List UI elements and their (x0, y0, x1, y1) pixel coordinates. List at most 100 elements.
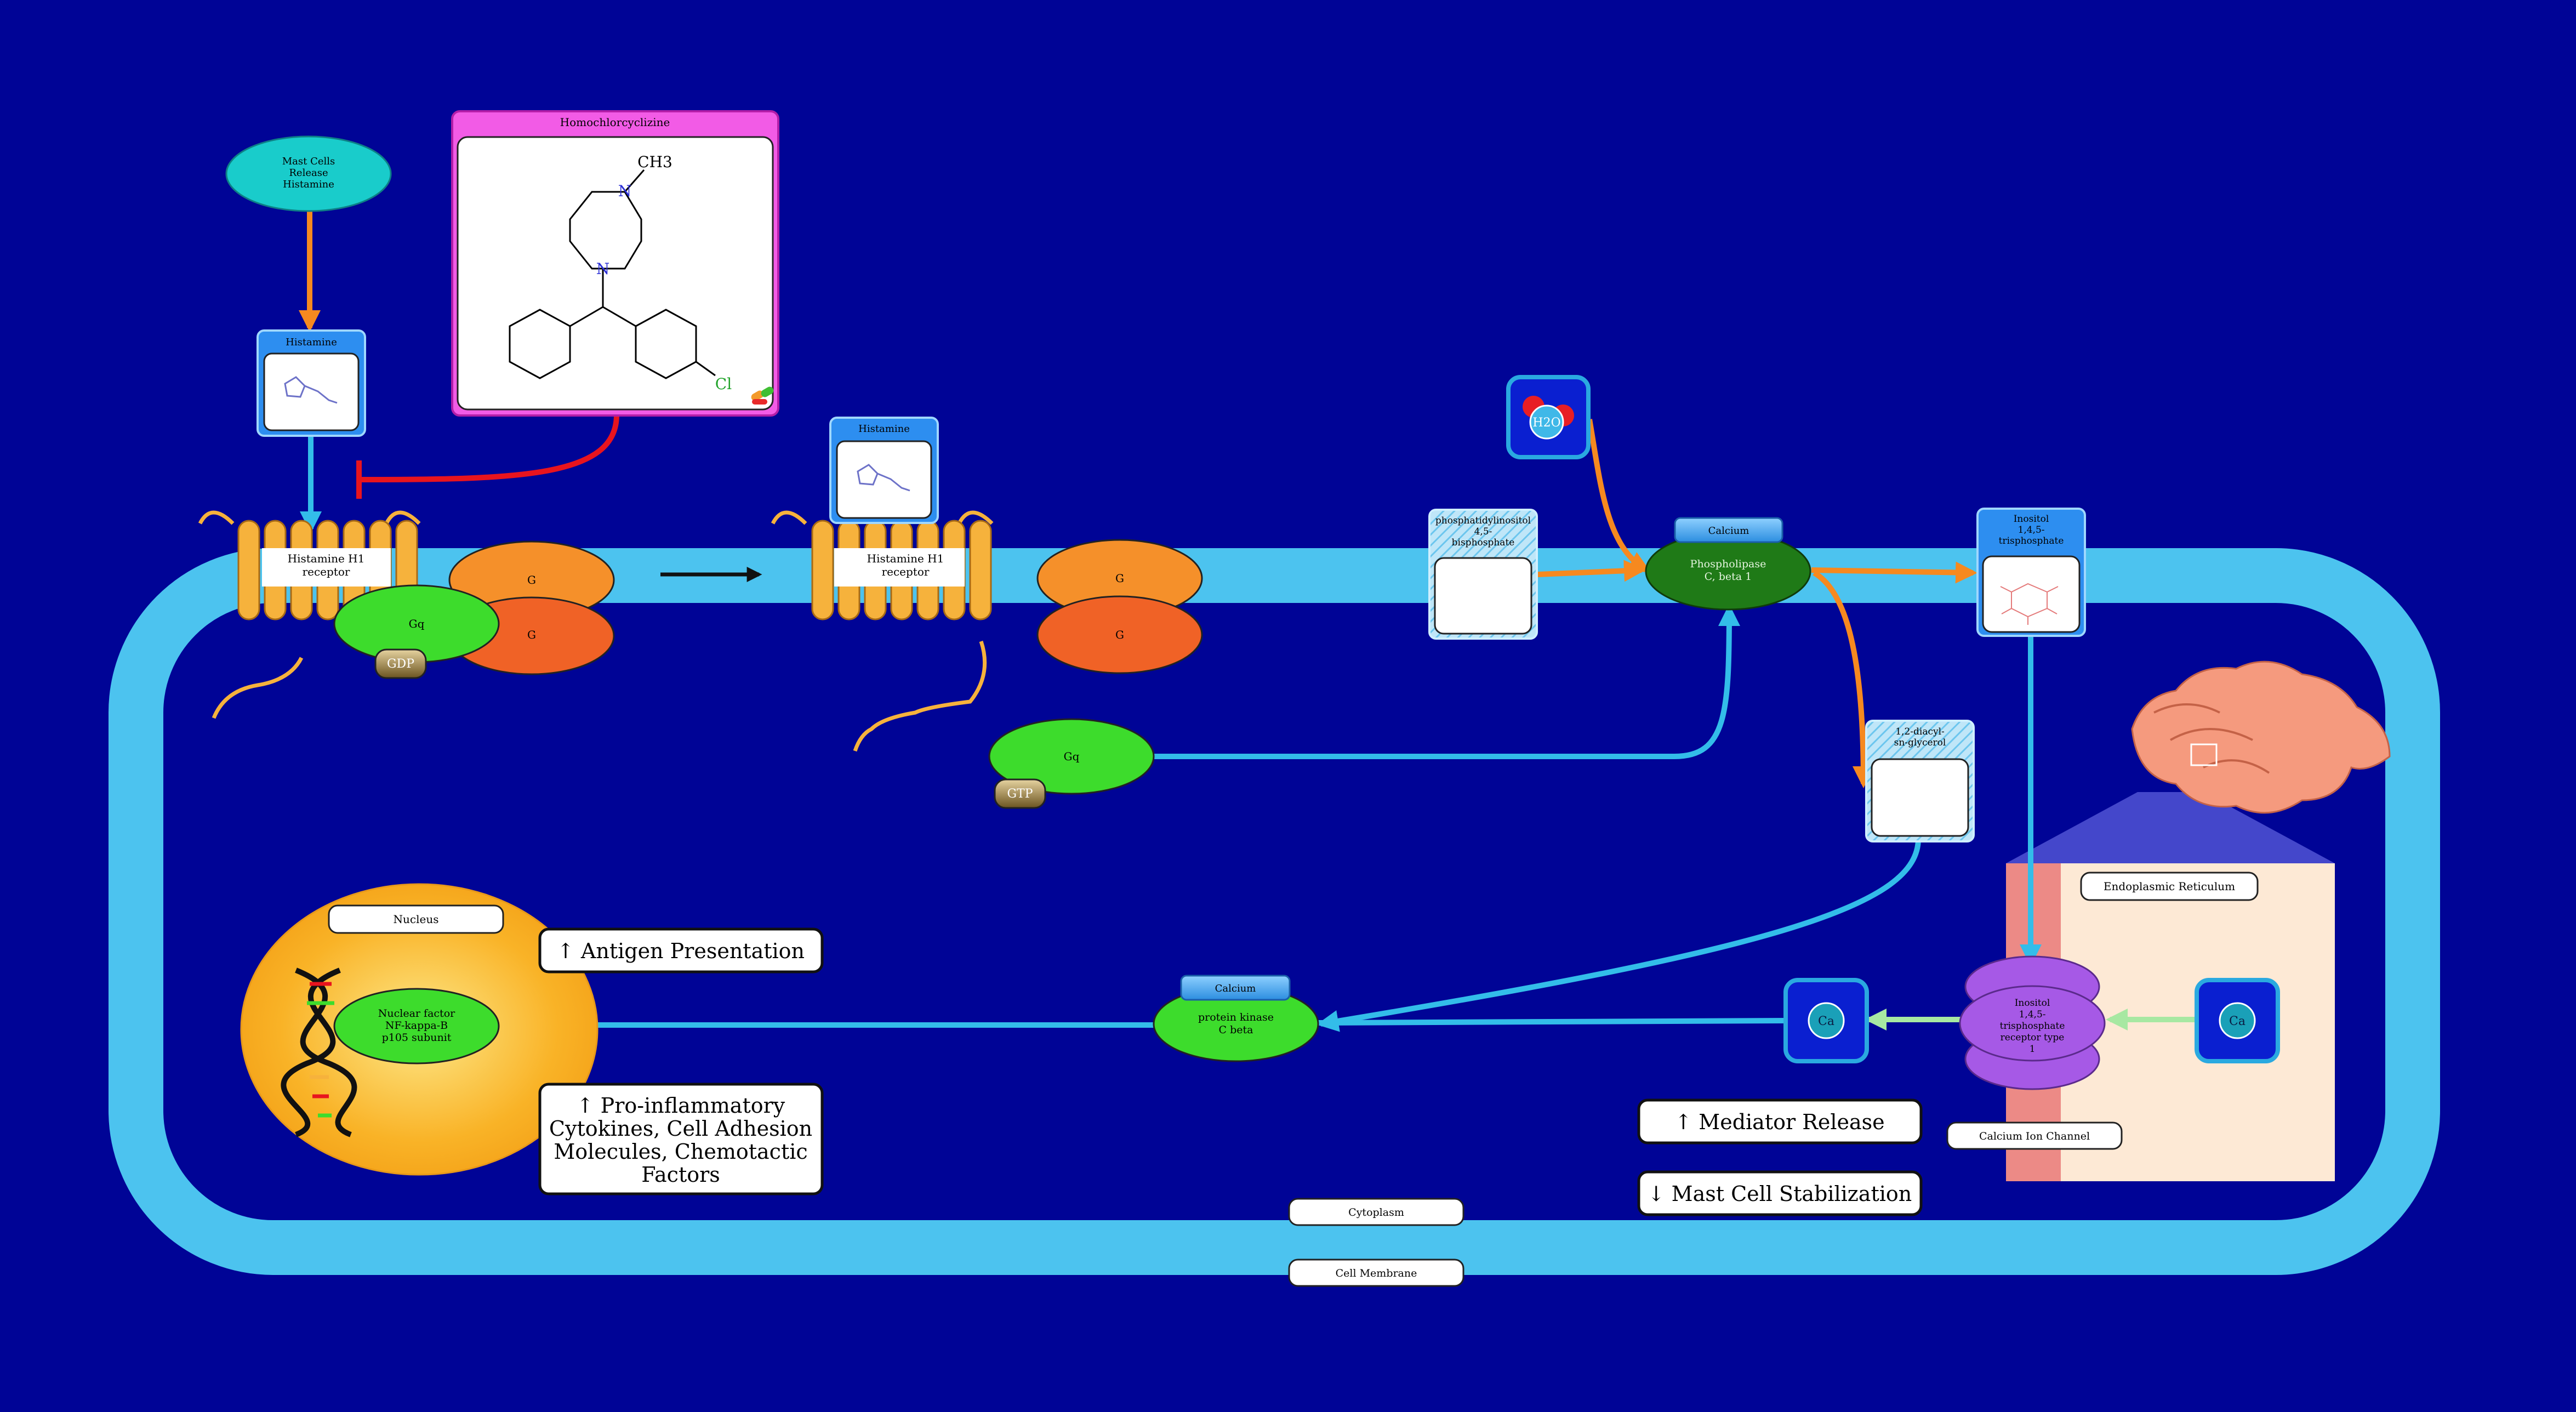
svg-text:C, beta 1: C, beta 1 (1705, 571, 1752, 583)
arrow-water-to-plc (1587, 419, 1651, 573)
svg-text:G: G (1115, 628, 1124, 641)
svg-text:1,4,5-: 1,4,5- (2019, 1009, 2046, 1020)
er-illustration (2131, 661, 2391, 814)
cytoplasm-label: Cytoplasm (1288, 1198, 1464, 1226)
svg-text:Nuclear factor: Nuclear factor (378, 1007, 455, 1020)
ca-node-right: Ca (2195, 978, 2280, 1063)
svg-text:Gq: Gq (409, 617, 425, 630)
pip2-node: phosphatidylinositol 4,5- bisphosphate (1428, 509, 1538, 640)
connectors (299, 206, 2195, 1036)
nucleus: Nucleus Nuclear factor NF-kappa-B p105 s… (240, 883, 599, 1176)
arrow-gq-to-plc (1154, 604, 1740, 759)
outcome-mast-cell-stabilization: ↓ Mast Cell Stabilization (1637, 1170, 1923, 1216)
svg-text:Ca: Ca (1818, 1015, 1834, 1028)
nfkb-node (333, 988, 500, 1064)
calcium-badge-plc (1674, 517, 1783, 543)
cell-membrane (109, 548, 2440, 1275)
arrow-plc-to-ip3 (1811, 561, 1977, 584)
histamine-node-1: Histamine (257, 329, 366, 437)
svg-text:protein kinase: protein kinase (1198, 1011, 1274, 1023)
dna-icon (281, 967, 357, 1137)
svg-text:GTP: GTP (1007, 787, 1033, 801)
svg-text:Calcium: Calcium (1215, 983, 1256, 994)
ip3-receptor-node: Inositol 1,4,5- trisphosphate receptor t… (1959, 955, 2106, 1090)
outcome-antigen-presentation: ↑ Antigen Presentation (538, 927, 824, 973)
svg-text:Cytoplasm: Cytoplasm (1348, 1206, 1404, 1219)
svg-text:trisphosphate: trisphosphate (2000, 1021, 2065, 1032)
arrow-ca-to-pkc (1318, 1018, 1787, 1026)
svg-text:Phospholipase: Phospholipase (1690, 558, 1766, 570)
arrow-pip2-to-plc (1537, 560, 1646, 582)
water-node: H2O (1506, 375, 1591, 459)
svg-text:G: G (527, 628, 536, 641)
svg-text:Cytokines, Cell Adhesion: Cytokines, Cell Adhesion (549, 1117, 812, 1141)
gq-2 (988, 718, 1155, 795)
water-molecule-icon (1529, 405, 1564, 440)
drug-pill-icon (751, 386, 774, 405)
svg-text:Calcium: Calcium (1708, 525, 1749, 537)
mast-cells-node: Mast Cells Release Histamine (225, 135, 392, 212)
svg-text:Nucleus: Nucleus (394, 913, 439, 926)
gtp-badge (994, 778, 1046, 809)
svg-text:sn-glycerol: sn-glycerol (1894, 737, 1946, 748)
svg-text:G: G (1115, 572, 1124, 585)
svg-text:Cl: Cl (715, 375, 732, 393)
svg-text:Mast Cells: Mast Cells (282, 156, 335, 167)
svg-text:trisphosphate: trisphosphate (1999, 536, 2064, 546)
calcium-ion-icon-right (2219, 1002, 2256, 1039)
svg-text:CH3: CH3 (637, 153, 673, 171)
svg-text:1,4,5-: 1,4,5- (2018, 525, 2045, 536)
svg-text:Inositol: Inositol (2014, 514, 2049, 525)
svg-text:↑ Mediator Release: ↑ Mediator Release (1674, 1110, 1884, 1134)
svg-text:↑ Pro-inflammatory: ↑ Pro-inflammatory (577, 1094, 785, 1118)
svg-text:Ca: Ca (2229, 1015, 2246, 1028)
drug-homochlorcyclizine: Homochlorcyclizine N N CH3 Cl (451, 110, 779, 417)
svg-text:Cell Membrane: Cell Membrane (1336, 1267, 1417, 1279)
svg-text:Histamine: Histamine (283, 179, 334, 190)
svg-text:receptor: receptor (882, 565, 930, 578)
histamine-structure-1 (284, 376, 338, 404)
drug-structure (509, 169, 716, 379)
svg-text:4,5-: 4,5- (1474, 526, 1492, 537)
svg-text:C beta: C beta (1219, 1024, 1253, 1036)
er-label: Endoplasmic Reticulum (2080, 872, 2259, 901)
svg-text:1,2-diacyl-: 1,2-diacyl- (1895, 726, 1945, 737)
svg-text:Endoplasmic Reticulum: Endoplasmic Reticulum (2104, 880, 2235, 893)
arrow-dag-to-pkc (1317, 838, 1921, 1032)
plc-node: Phospholipase C, beta 1 Calcium (1645, 517, 1811, 611)
svg-text:1: 1 (2030, 1044, 2036, 1055)
svg-text:Gq: Gq (1064, 750, 1080, 763)
ip3-node: Inositol 1,4,5- trisphosphate (1976, 508, 2086, 637)
svg-text:G: G (527, 573, 536, 587)
svg-text:Calcium Ion Channel: Calcium Ion Channel (1979, 1130, 2090, 1142)
inhibition-drug-to-receptor (358, 414, 619, 482)
svg-text:↓ Mast Cell Stabilization: ↓ Mast Cell Stabilization (1648, 1182, 1912, 1206)
drug-name: Homochlorcyclizine (560, 116, 670, 129)
ip3-structure (2000, 583, 2059, 625)
svg-text:N: N (596, 260, 610, 278)
svg-text:GDP: GDP (387, 657, 414, 671)
receptor-1-label: Histamine H1 (288, 552, 365, 565)
gdp-badge (374, 648, 427, 679)
outcome-mediator-release: ↑ Mediator Release (1637, 1098, 1923, 1145)
arrow-plc-to-dag (1813, 570, 1874, 788)
histamine-h1-receptor-2: Histamine H1 receptor (771, 510, 994, 752)
svg-text:p105 subunit: p105 subunit (382, 1032, 452, 1044)
calcium-ion-icon-left (1808, 1002, 1845, 1039)
svg-text:H2O: H2O (1532, 416, 1560, 430)
svg-text:phosphatidylinositol: phosphatidylinositol (1435, 515, 1531, 526)
svg-text:Inositol: Inositol (2015, 998, 2050, 1009)
g-protein-1: G G Gq GDP (333, 540, 615, 679)
ca-node-left: Ca (1783, 978, 1869, 1063)
svg-text:Histamine: Histamine (286, 337, 337, 348)
nucleus-label (328, 904, 504, 934)
histamine-structure-2 (857, 464, 910, 492)
dag-node: 1,2-diacyl- sn-glycerol (1865, 720, 1975, 842)
svg-text:receptor: receptor (303, 565, 350, 578)
svg-text:Molecules, Chemotactic: Molecules, Chemotactic (554, 1140, 807, 1164)
svg-text:receptor type: receptor type (2001, 1032, 2065, 1043)
endoplasmic-reticulum (2006, 661, 2391, 1181)
calcium-badge-pkc (1180, 975, 1291, 1001)
svg-text:↑ Antigen Presentation: ↑ Antigen Presentation (557, 939, 805, 963)
outcome-proinflammatory: ↑ Pro-inflammatory Cytokines, Cell Adhes… (538, 1083, 824, 1195)
